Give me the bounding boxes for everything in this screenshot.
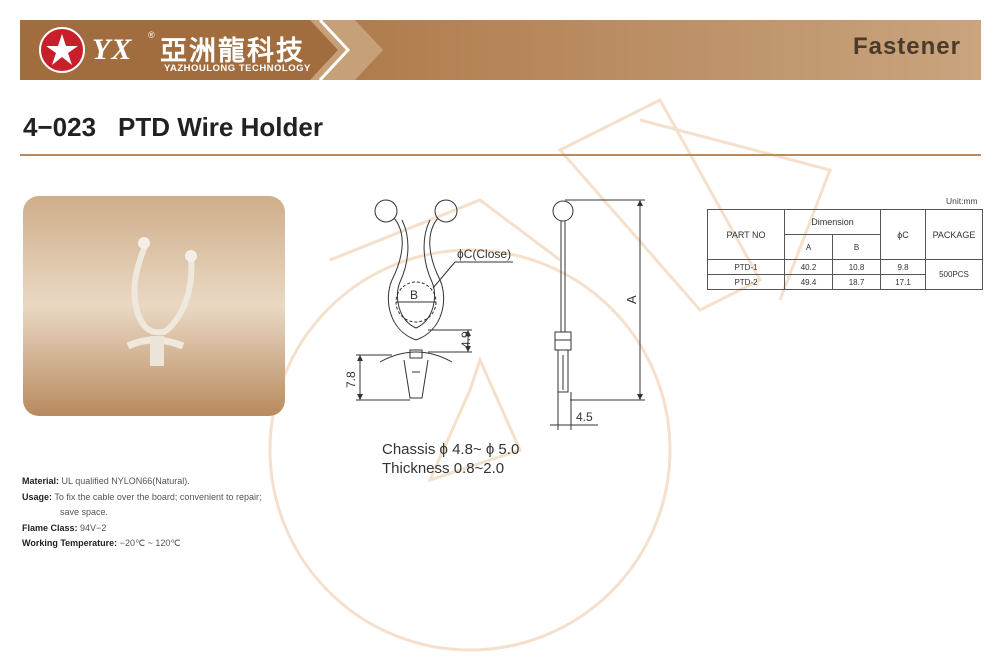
header-c: ϕC bbox=[880, 209, 926, 260]
dim-49: 4.9 bbox=[459, 331, 473, 348]
page-title: 4−023 PTD Wire Holder bbox=[23, 112, 323, 143]
unit-label: Unit:mm bbox=[946, 196, 978, 206]
title-divider bbox=[20, 154, 981, 156]
label-a: A bbox=[624, 295, 639, 304]
header-band: YX ® 亞洲龍科技 YAZHOULONG TECHNOLOGY Fastene… bbox=[20, 20, 981, 80]
label-b: B bbox=[410, 288, 418, 302]
logo-mark: YX bbox=[92, 33, 133, 66]
header-band-shape bbox=[20, 20, 981, 80]
chassis-line: Chassis ϕ 4.8~ ϕ 5.0 bbox=[382, 441, 520, 458]
spec-material: Material: UL qualified NYLON66(Natural). bbox=[22, 476, 190, 486]
header-b: B bbox=[832, 234, 881, 260]
dim-45: 4.5 bbox=[576, 410, 593, 424]
spec-usage-cont: save space. bbox=[60, 507, 109, 517]
product-name: PTD Wire Holder bbox=[118, 112, 323, 142]
header-dimension: Dimension bbox=[784, 209, 881, 235]
spec-flame: Flame Class: 94V−2 bbox=[22, 522, 107, 533]
label-c: ϕC(Close) bbox=[457, 247, 511, 261]
thickness-line: Thickness 0.8~2.0 bbox=[382, 460, 505, 477]
product-photo bbox=[23, 196, 285, 416]
parts-table: PART NO Dimension ϕC PACKAGE A B PTD-1 4… bbox=[707, 209, 983, 290]
header-a: A bbox=[784, 234, 833, 260]
product-code: 4−023 bbox=[23, 112, 97, 142]
company-name-cn: 亞洲龍科技 bbox=[160, 36, 305, 67]
spec-usage: Usage: To fix the cable over the board; … bbox=[22, 491, 262, 502]
table-row: PTD-2 49.4 18.7 17.1 bbox=[707, 274, 983, 290]
company-name-en: YAZHOULONG TECHNOLOGY bbox=[164, 63, 311, 74]
spec-temp: Working Temperature: −20℃ ~ 120℃ bbox=[22, 538, 181, 548]
spec-list: Material: UL qualified NYLON66(Natural).… bbox=[22, 474, 261, 552]
chassis-notes: Chassis ϕ 4.8~ ϕ 5.0 Thickness 0.8~2.0 bbox=[382, 440, 519, 478]
header-package: PACKAGE bbox=[925, 209, 983, 260]
registered-mark: ® bbox=[148, 30, 155, 40]
table-row: PTD-1 40.2 10.8 9.8 500PCS bbox=[707, 259, 983, 290]
package-cell: 500PCS bbox=[925, 259, 983, 290]
dim-78: 7.8 bbox=[344, 371, 358, 388]
category-title: Fastener bbox=[852, 33, 961, 60]
header-part-no: PART NO bbox=[707, 209, 785, 260]
technical-drawing: ϕC(Close) B 4.9 7.8 A 4.5 bbox=[344, 199, 645, 430]
